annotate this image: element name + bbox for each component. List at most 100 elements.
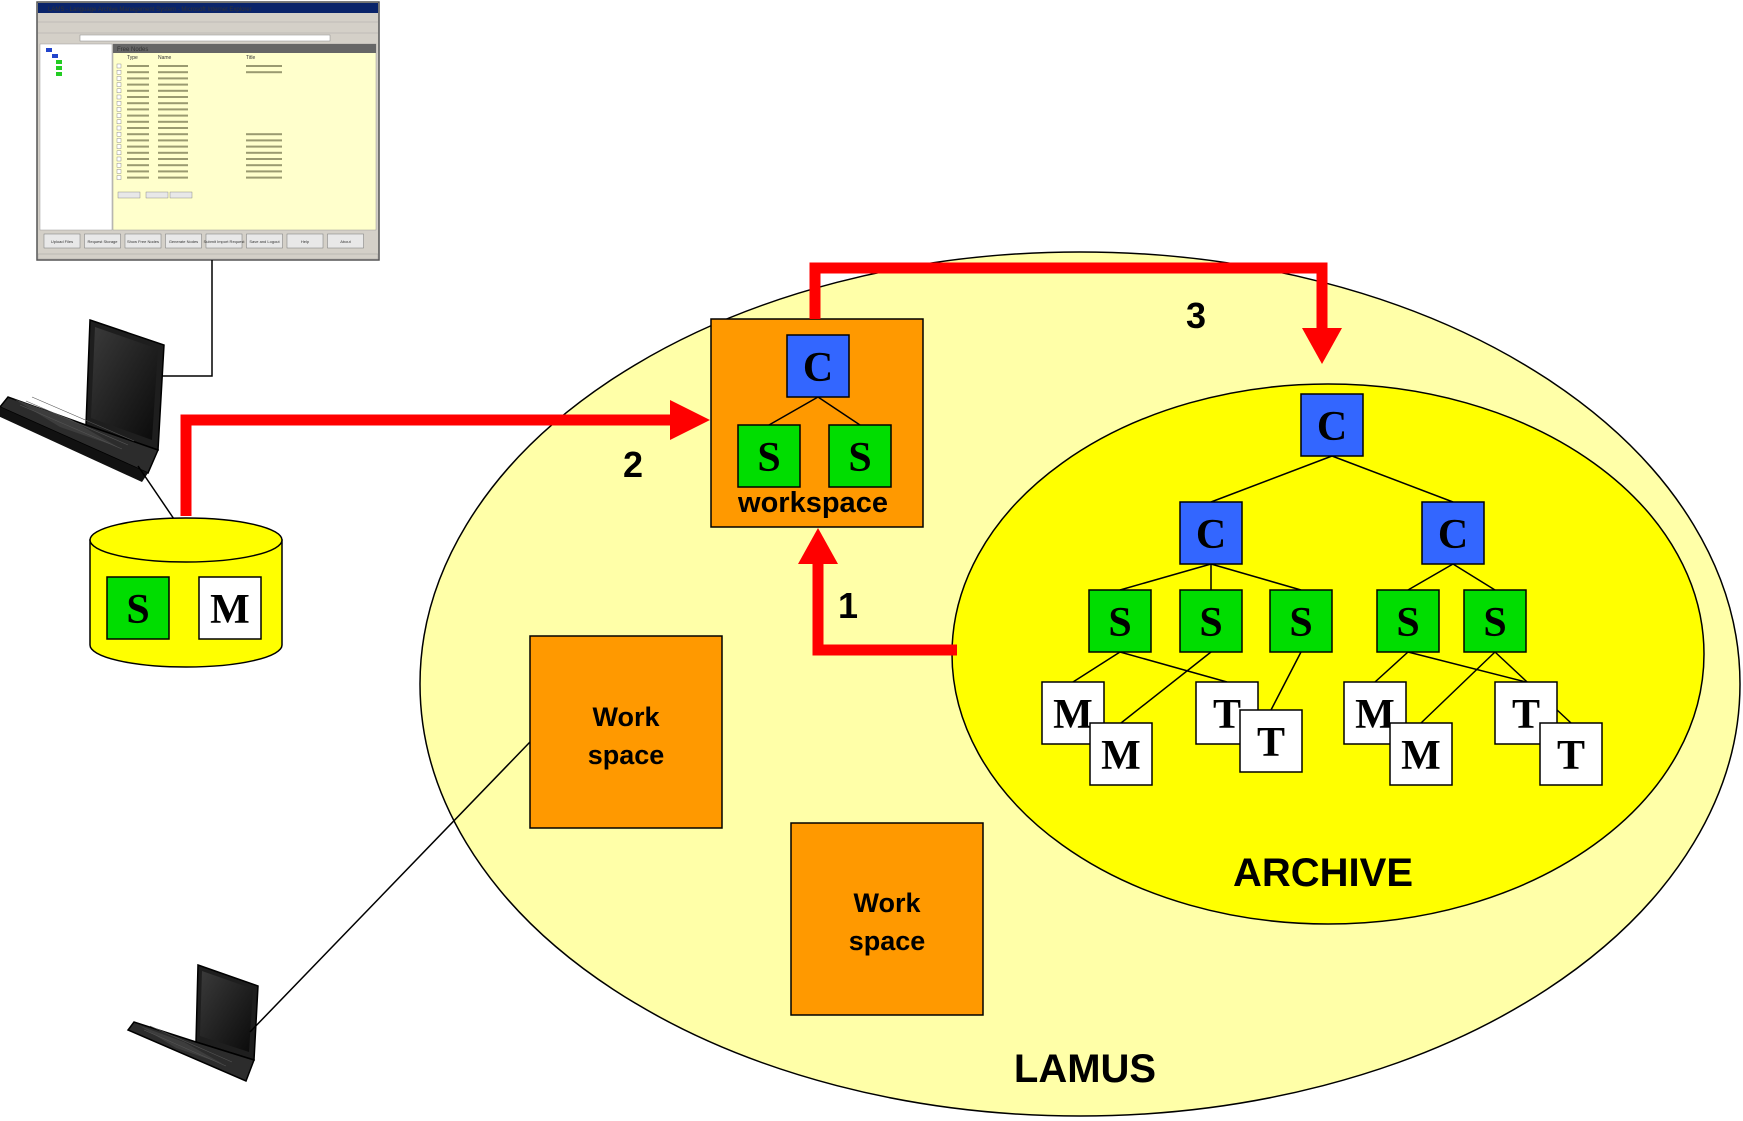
browser-row-text <box>127 170 149 173</box>
other-workspace-box <box>529 635 723 829</box>
browser-row-text <box>127 158 149 160</box>
text-node-box <box>1539 722 1603 786</box>
browser-row-text <box>127 71 149 74</box>
arrow-1-copy <box>812 562 957 656</box>
step-1-label: 1 <box>838 585 858 626</box>
session-node-box <box>1179 589 1243 653</box>
browser-row-checkbox <box>116 175 122 180</box>
browser-row-checkbox <box>116 162 122 168</box>
corpus-node-letter: C <box>803 345 833 391</box>
text-node-letter: T <box>1257 720 1285 766</box>
arrow-2-head <box>670 400 710 440</box>
lamus-label: LAMUS <box>1014 1047 1156 1091</box>
browser-row-text <box>158 120 188 123</box>
tree-edge <box>1210 455 1333 503</box>
laptop-workspace-connector <box>249 741 531 1033</box>
arrow-2-upload <box>180 414 672 516</box>
corpus-node-letter: C <box>1196 512 1226 558</box>
tree-edge <box>1119 651 1228 683</box>
step-arrows <box>180 262 1342 656</box>
text-node: T <box>1239 709 1303 773</box>
browser-row-checkbox <box>116 169 122 174</box>
corpus-node: C <box>786 334 850 398</box>
tree-edge <box>1210 563 1302 591</box>
tree-edge <box>817 396 861 426</box>
browser-action-button-label: Upload Files <box>51 239 73 244</box>
browser-row-text <box>127 176 149 179</box>
browser-row-text <box>246 71 282 74</box>
browser-row-checkbox <box>116 138 122 143</box>
browser-row-text <box>158 102 188 105</box>
browser-action-button <box>205 233 243 249</box>
tree-edge <box>1270 651 1302 711</box>
browser-action-button <box>246 233 283 249</box>
media-node: M <box>198 576 262 640</box>
browser-action-button <box>84 233 121 249</box>
text-node-letter: T <box>1213 692 1241 738</box>
browser-row-text <box>158 65 188 67</box>
session-node-letter: S <box>1199 600 1222 646</box>
active-workspace-label: workspace <box>737 487 888 519</box>
session-node-box <box>1269 589 1333 653</box>
other-workspace-box <box>790 822 984 1016</box>
tree-edge <box>1420 651 1496 724</box>
media-node-letter: M <box>210 587 250 633</box>
browser-row-text <box>158 89 188 92</box>
browser-row-text <box>127 83 149 86</box>
browser-row-text <box>127 164 149 167</box>
browser-action-button-label: About <box>340 239 351 244</box>
browser-row-checkbox <box>116 82 122 87</box>
browser-row-text <box>127 77 149 80</box>
tree-edge <box>1120 651 1212 724</box>
corpus-node-letter: C <box>1317 404 1347 450</box>
browser-action-button-label: Show Free Nodes <box>127 239 159 244</box>
browser-row-text <box>246 139 282 142</box>
archive-ellipse <box>951 383 1705 925</box>
tree-edge <box>768 396 819 426</box>
browser-row-text <box>246 151 282 154</box>
browser-action-button-label: Submit Import Request <box>204 239 246 244</box>
browser-row-text <box>246 170 282 173</box>
browser-row-text <box>158 139 188 142</box>
corpus-node: C <box>1179 501 1243 565</box>
browser-laptop-connector <box>150 260 213 377</box>
step-2-label: 2 <box>623 444 643 485</box>
tree-edge <box>1374 651 1409 683</box>
browser-row-text <box>127 127 149 129</box>
browser-action-button <box>327 233 364 249</box>
browser-row-checkbox <box>116 100 122 106</box>
media-node-letter: M <box>1355 692 1395 738</box>
browser-row-text <box>246 164 282 167</box>
session-node: S <box>1088 589 1152 653</box>
session-node-box <box>828 424 892 488</box>
laptop-icon <box>126 963 259 1082</box>
browser-row-checkbox <box>116 156 122 162</box>
session-node-box <box>1376 589 1440 653</box>
browser-title: LAMS - Language Archive Management Syste… <box>48 7 252 13</box>
media-node-letter: M <box>1101 733 1141 779</box>
browser-action-button-label: Help <box>301 239 310 244</box>
session-node-letter: S <box>126 587 149 633</box>
browser-action-button <box>43 233 81 249</box>
browser-row-text <box>127 114 149 117</box>
corpus-node: C <box>1300 393 1364 457</box>
text-node-letter: T <box>1557 733 1585 779</box>
tree-edge <box>1072 651 1121 683</box>
browser-row-checkbox <box>116 119 122 125</box>
browser-row-text <box>246 176 282 179</box>
laptop-icon <box>0 318 165 482</box>
browser-column-header: Name <box>158 55 172 61</box>
session-node-letter: S <box>1483 600 1506 646</box>
browser-row-checkbox <box>116 125 122 131</box>
corpus-node-box <box>1421 501 1485 565</box>
tree-edge <box>1119 563 1212 591</box>
browser-row-text <box>246 133 282 136</box>
browser-small-button <box>117 191 141 199</box>
browser-row-checkbox <box>116 88 122 94</box>
tree-edge <box>1407 651 1527 683</box>
browser-row-text <box>127 133 149 136</box>
session-node: S <box>1376 589 1440 653</box>
browser-row-text <box>158 96 188 98</box>
browser-row-checkbox <box>116 107 122 112</box>
